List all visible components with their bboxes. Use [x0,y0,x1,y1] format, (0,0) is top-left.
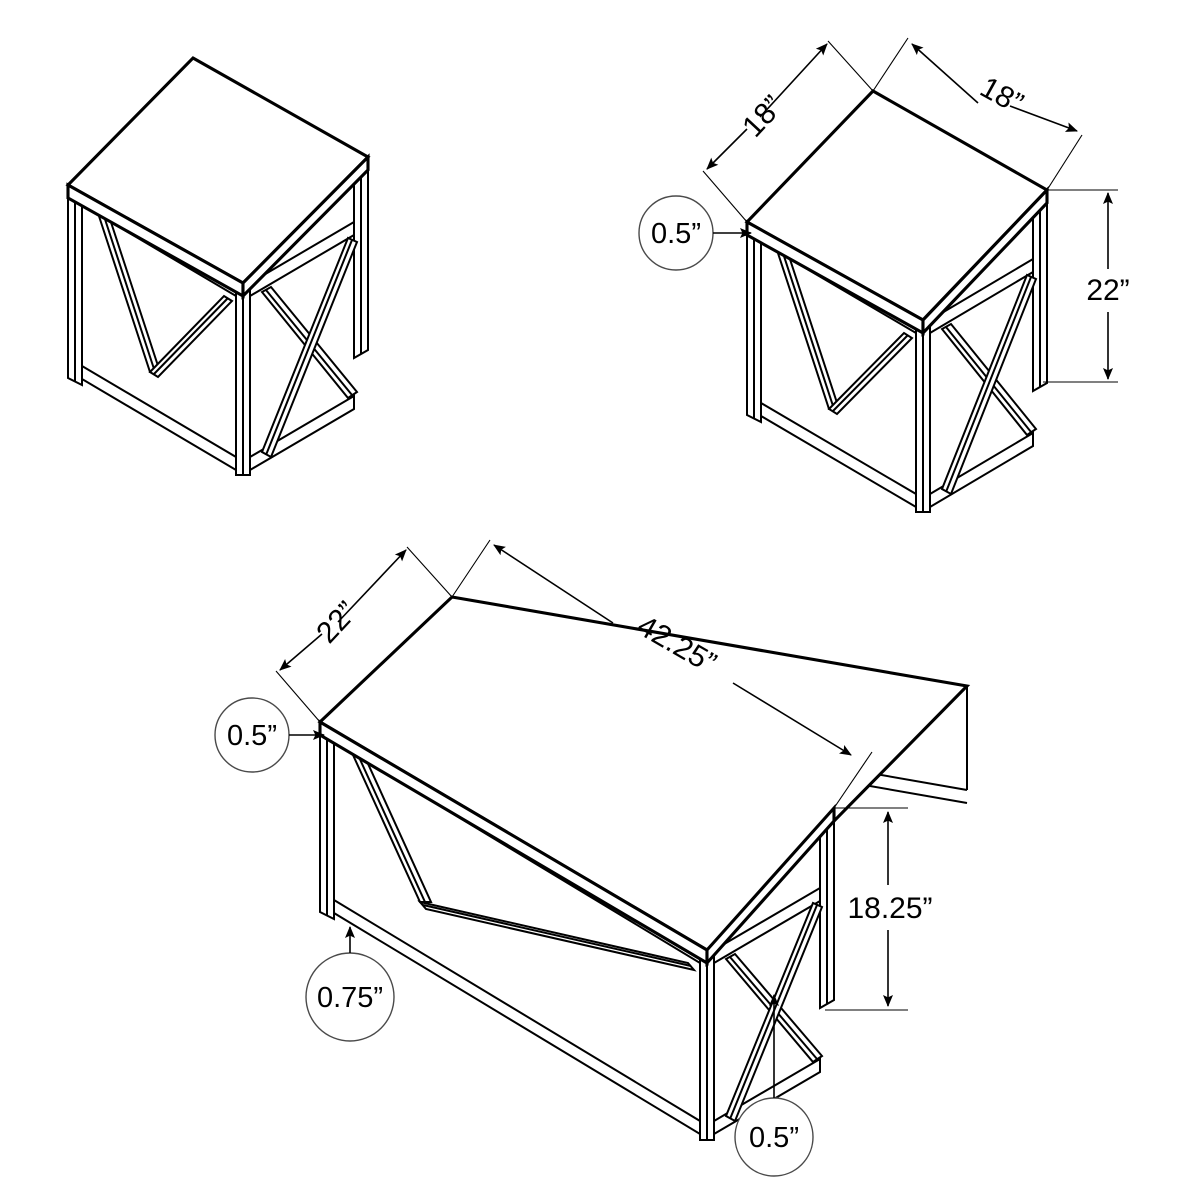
leg-right-2 [1032,188,1048,393]
dimension-end-table-height: 22” [1043,189,1130,383]
dim-label-end-table-depth: 18” [736,89,790,143]
leg-left-2 [746,220,762,424]
callout-label-end-table-thickness: 0.5” [651,218,701,250]
ct-leg-left [319,720,335,921]
table-top [65,56,371,300]
coffee-table [317,595,971,1141]
callout-coffee-top-thickness: 0.5” [214,697,325,773]
ct-table-top [317,595,971,968]
side-panel-right-2 [929,257,1038,509]
table-top-2 [744,89,1050,337]
leg-left [67,183,83,387]
callout-end-table-thickness: 0.5” [638,195,752,271]
dim-label-end-table-height: 22” [1086,274,1129,307]
callout-coffee-leg: 0.5” [734,994,814,1177]
callout-label-coffee-frame: 0.75” [317,982,383,1014]
dim-label-coffee-height: 18.25” [847,892,932,925]
callout-coffee-frame: 0.75” [305,926,395,1042]
leg-front [235,282,251,476]
dim-label-end-table-width: 18” [975,71,1029,121]
callout-label-coffee-top-thickness: 0.5” [227,720,277,752]
callout-label-coffee-leg: 0.5” [749,1122,799,1154]
leg-right [353,155,369,360]
end-table-dimensioned [744,89,1050,513]
end-table-plain [65,56,371,476]
leg-front-2 [915,319,931,513]
ct-leg-front [699,949,715,1141]
side-panel-right [249,220,359,472]
dimension-coffee-height: 18.25” [825,807,933,1011]
